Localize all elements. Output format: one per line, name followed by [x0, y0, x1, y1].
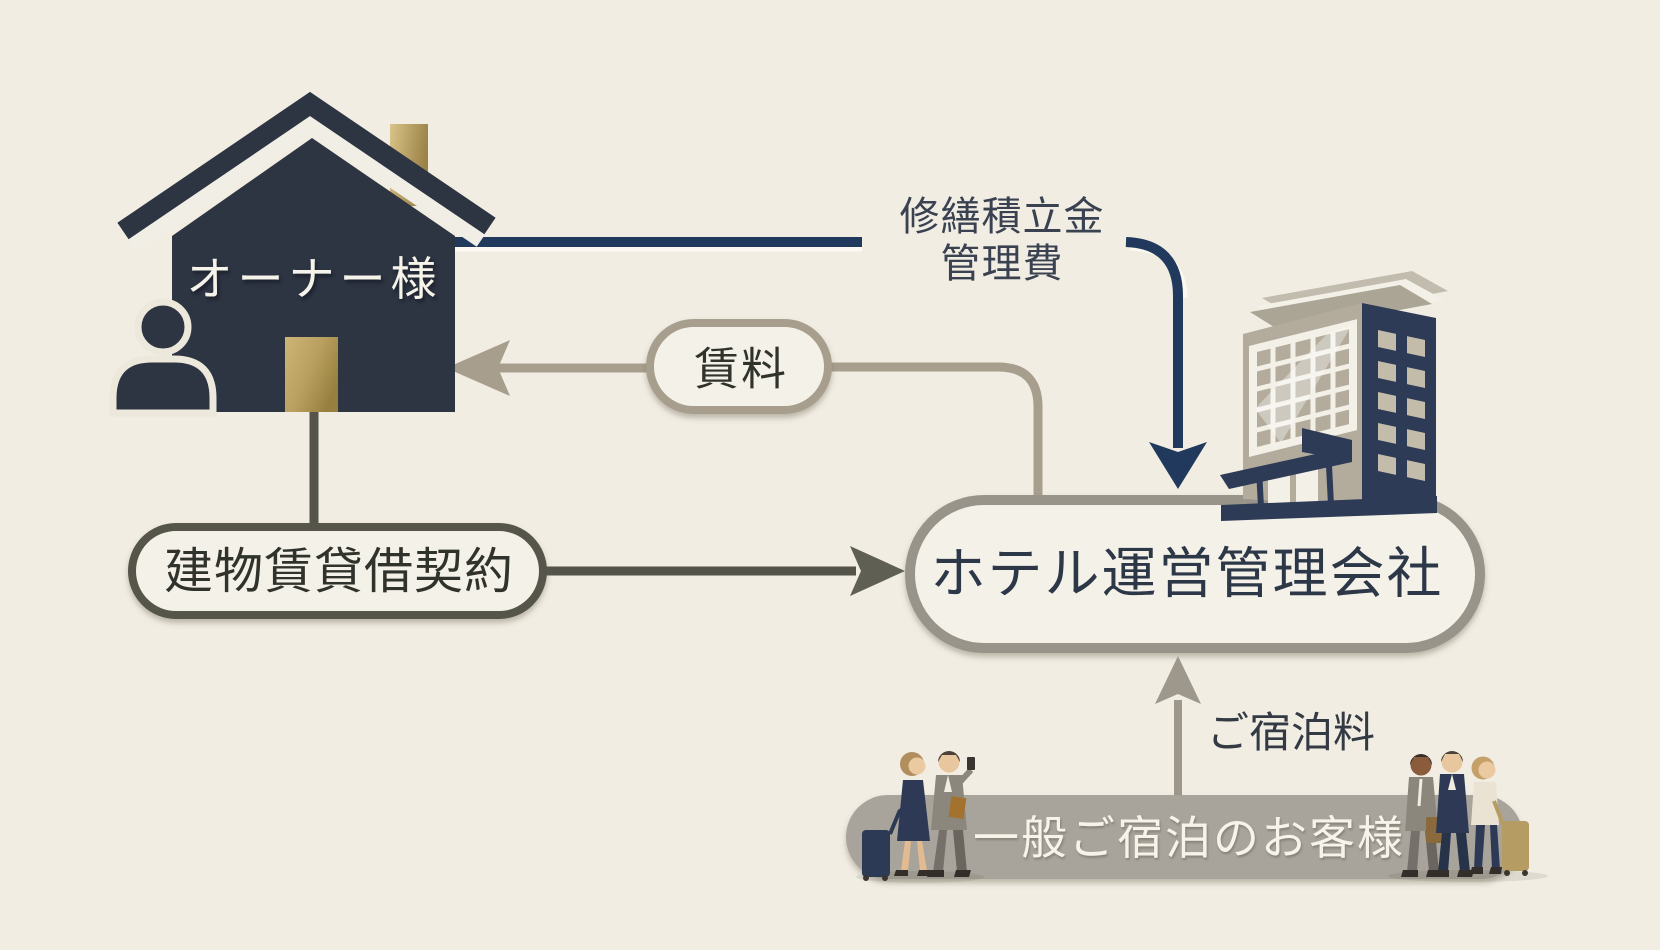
- glass-curtain-wall: [1249, 319, 1357, 457]
- lease-contract-label: 建物賃貸借契約: [163, 545, 515, 600]
- repair-fee-arrow: [452, 237, 1207, 489]
- house-icon: [117, 91, 496, 412]
- guests-label: 一般ご宿泊のお客様: [973, 811, 1405, 864]
- hotel-capsule: [905, 495, 1485, 653]
- building-base: [1221, 496, 1437, 521]
- repair-fee-label: 修繕積立金 管理費: [900, 194, 1105, 288]
- phone-icon: [967, 757, 975, 770]
- travelers-with-luggage-icon: [856, 751, 984, 883]
- hotel-company-label: ホテル運営管理会社: [930, 542, 1444, 605]
- canopy: [1220, 446, 1352, 489]
- tower-windows: [1378, 330, 1425, 481]
- arrowhead-up-icon: [1155, 656, 1201, 704]
- door-icon: [285, 337, 338, 412]
- arrowhead-right-icon: [850, 546, 905, 596]
- roof-highlight: [122, 102, 492, 253]
- clipboard-icon: [948, 796, 967, 820]
- roof: [117, 91, 496, 240]
- person-silhouette-icon: [109, 298, 217, 417]
- repair-fee-line1: 修繕積立金: [899, 194, 1105, 239]
- repair-fee-line2: 管理費: [940, 242, 1064, 286]
- owner-label: オーナー様: [186, 252, 442, 305]
- arrowhead-down-icon: [1149, 442, 1207, 489]
- suitcase-icon: [1502, 821, 1529, 871]
- entrance-door: [1296, 463, 1318, 505]
- rent-capsule: [646, 319, 832, 414]
- hotel-building-icon: [1220, 271, 1448, 521]
- house-body: [172, 138, 455, 412]
- arrowhead-left-icon: [446, 340, 510, 396]
- suitcase-icon: [862, 830, 890, 877]
- stay-fee-label: ご宿泊料: [1206, 709, 1376, 757]
- lease-flow: [128, 408, 905, 619]
- rent-arrow: [446, 319, 1043, 502]
- guests-band: [846, 795, 1523, 879]
- stay-fee-arrow: [1155, 656, 1201, 801]
- travelers-with-luggage-icon: [1388, 751, 1548, 882]
- lease-capsule: [128, 523, 547, 619]
- rent-label: 賃料: [693, 343, 789, 395]
